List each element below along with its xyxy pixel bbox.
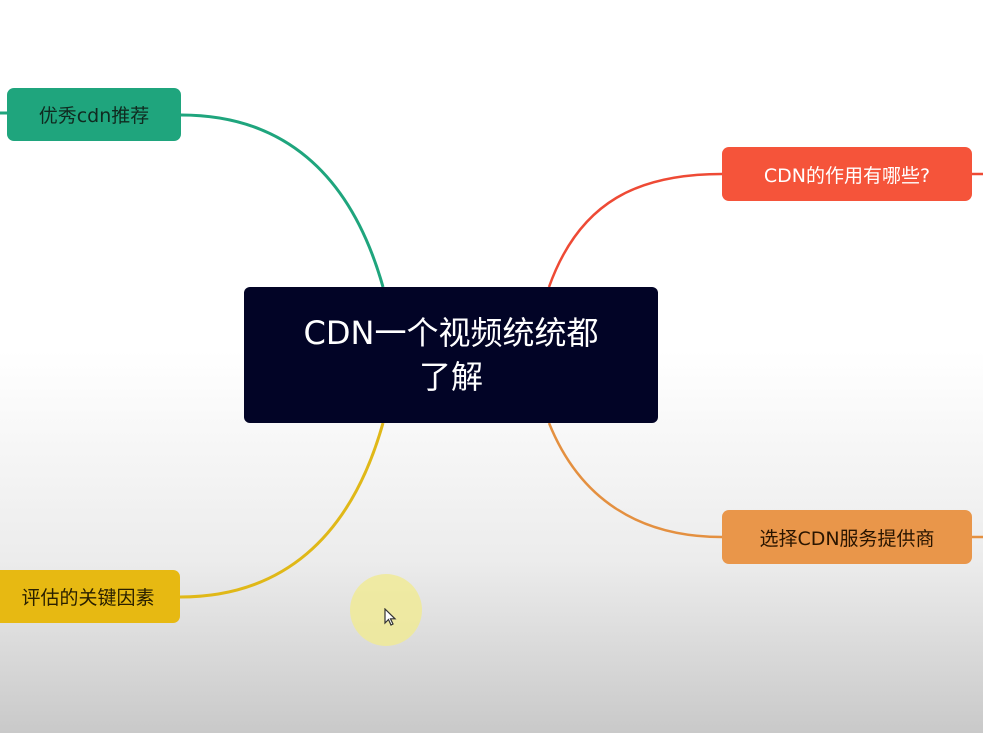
topic-recommended-cdn[interactable]: 优秀cdn推荐 [7, 88, 181, 141]
link-green [180, 113, 385, 288]
topic-label: 优秀cdn推荐 [38, 105, 150, 127]
topic-choose-provider[interactable]: 选择CDN服务提供商 [722, 510, 972, 564]
central-topic[interactable]: CDN一个视频统统都 了解 [244, 287, 658, 423]
topic-label: 评估的关键因素 [21, 587, 155, 609]
link-orange [547, 422, 723, 539]
central-topic-line1: CDN一个视频统统都 [303, 314, 599, 352]
link-red [547, 172, 723, 288]
topic-cdn-functions[interactable]: CDN的作用有哪些? [722, 147, 972, 201]
mouse-pointer-icon [384, 608, 397, 626]
topic-label: CDN的作用有哪些? [763, 164, 931, 187]
topic-label: 选择CDN服务提供商 [759, 527, 935, 550]
topic-key-factors[interactable]: 评估的关键因素 [0, 570, 180, 623]
central-topic-line2: 了解 [418, 358, 483, 396]
link-yellow [179, 422, 385, 599]
